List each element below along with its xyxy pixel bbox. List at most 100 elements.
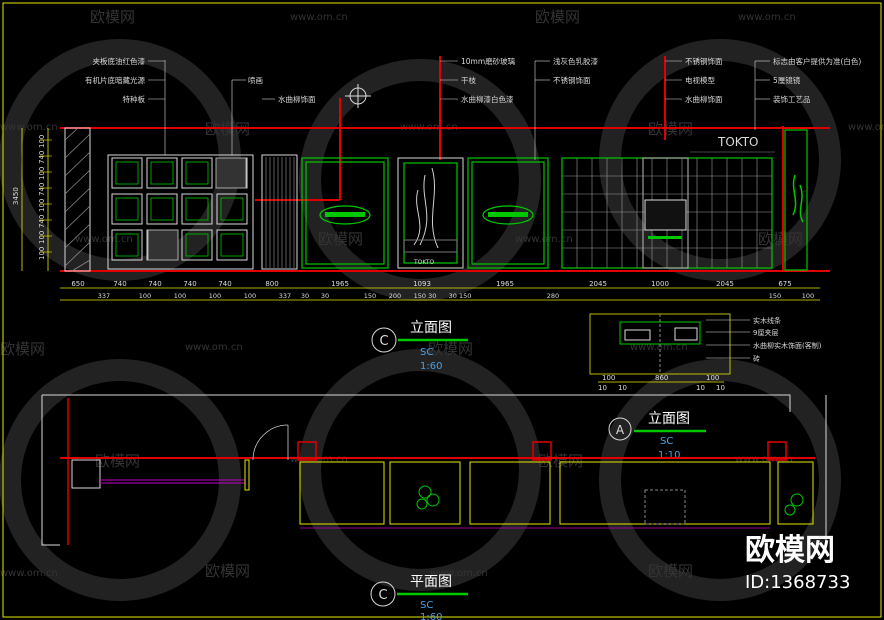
watermark-site: www.om.cn	[738, 12, 796, 23]
note-mid: 喷画	[248, 75, 263, 85]
grid-panel-inner	[185, 161, 209, 185]
plan-column	[71, 459, 101, 489]
note-right: 电视模型	[685, 75, 715, 85]
tv-column	[642, 157, 689, 269]
grid-panel	[181, 157, 213, 189]
note-far: 装饰工艺品	[773, 94, 811, 104]
plan-wall-left	[41, 395, 60, 546]
panel-grid-frame	[107, 154, 254, 270]
dried-branch-art	[413, 167, 439, 249]
hatched-door	[261, 154, 298, 270]
brand-sign: TOKTO	[717, 135, 759, 149]
plan-view: C 平面图 SC 1:60	[41, 394, 827, 620]
detail-piece	[674, 327, 698, 341]
brand-stamp: 欧模网 ID:1368733	[745, 533, 850, 593]
vertical-dim-label: 100	[38, 167, 46, 180]
bottom-dim-label: 337	[279, 292, 291, 300]
watermark-brand: 欧模网	[535, 8, 580, 26]
top-dim-label: 740	[218, 280, 231, 288]
watermark-site: www.om.cn	[290, 454, 348, 465]
detail-note: 砖	[753, 354, 760, 363]
note-center: 水曲柳漆白色漆	[461, 94, 514, 104]
plan-cabinet	[469, 461, 551, 525]
bottom-dim-label: 30	[301, 292, 309, 300]
annotation-leaders	[148, 60, 770, 160]
watermark-brand: 欧模网	[90, 8, 135, 26]
top-dim-label: 1965	[331, 280, 349, 288]
mirror-panel	[784, 129, 808, 271]
note-center2: 浅灰色乳胶漆	[553, 56, 598, 66]
detail-dim: 100	[602, 374, 615, 382]
grid-panel	[181, 193, 213, 225]
plan-corner-unit	[777, 461, 814, 525]
bottom-dim-label: 100	[174, 292, 186, 300]
plan-post	[244, 459, 250, 491]
note-far: 5厘镜镜	[773, 75, 801, 85]
bottom-dim-label: 100	[802, 292, 814, 300]
note-mid: 水曲柳饰面	[278, 94, 316, 104]
watermark-brand: 欧模网	[95, 452, 140, 470]
grid-panel-inner	[150, 197, 174, 221]
top-dim-label: 1093	[413, 280, 431, 288]
door-hatch	[265, 157, 295, 268]
watermark-site: www.om.cn	[630, 342, 688, 353]
logo-bar-left	[325, 212, 365, 217]
watermark-site: www.om.cn	[848, 122, 884, 133]
bottom-dim-label: 200	[389, 292, 401, 300]
watermark-brand: 欧模网	[758, 230, 803, 248]
grid-panel-inner	[220, 233, 244, 257]
plan-scale: 1:60	[420, 612, 442, 620]
grid-panel	[146, 193, 178, 225]
note-right: 水曲柳饰面	[685, 94, 723, 104]
elevation-marker: C	[379, 334, 388, 349]
note-left: 夹板底油红色漆	[93, 56, 146, 66]
bottom-dim-label: 280	[547, 292, 559, 300]
top-dim-label: 675	[778, 280, 791, 288]
plan-marker-circle	[370, 581, 396, 607]
detail-view: 实木线条 9厘夹层 水曲柳实木饰面(客制) 砖 100 860 100 10 1…	[589, 313, 822, 461]
wall-panel-left	[301, 157, 389, 269]
detail-title: 立面图	[648, 411, 690, 427]
niche-sign-text: TOKTO	[413, 259, 435, 266]
plan-title: 平面图	[410, 574, 452, 590]
vertical-dim-label: 740	[38, 215, 46, 228]
watermark-ring	[299, 349, 541, 591]
detail-dim: 100	[706, 374, 719, 382]
detail-dim-small: 10	[618, 384, 627, 392]
top-dim-label: 650	[71, 280, 84, 288]
bottom-dim-label: 30	[321, 292, 329, 300]
watermark-site: www.om.cn	[0, 122, 58, 133]
vertical-dim-label: 100	[38, 247, 46, 260]
plan-cabinet	[299, 461, 385, 525]
tv-shelf	[648, 236, 682, 239]
detail-title-block: A 立面图 SC 1:10	[608, 411, 706, 461]
bottom-dim-label: 150 30	[414, 292, 437, 300]
plant-symbol	[416, 485, 804, 516]
watermark-ring	[599, 359, 841, 601]
grid-panel	[111, 229, 143, 261]
watermark-brand: 欧模网	[428, 340, 473, 358]
grid-panel-inner	[220, 197, 244, 221]
grid-panel-inner	[115, 161, 139, 185]
grid-panel-inner	[115, 197, 139, 221]
detail-marker-circle	[608, 417, 632, 441]
door-swing-arc	[252, 424, 289, 461]
elevation-title: 立面图	[410, 320, 452, 336]
bottom-dim-label: 30 150	[449, 292, 472, 300]
plan-tv-zone	[644, 489, 686, 525]
detail-dim-small: 10	[696, 384, 705, 392]
plan-title-block: C 平面图 SC 1:60	[370, 574, 468, 620]
oval-logo-right	[482, 205, 534, 225]
note-center: 干枝	[461, 75, 476, 85]
note-center: 10mm磨砂玻璃	[461, 56, 516, 66]
plan-pillar	[767, 441, 787, 461]
vertical-dim-label: 740	[38, 151, 46, 164]
detail-note: 水曲柳实木饰面(客制)	[753, 341, 822, 350]
decor-art	[792, 174, 804, 223]
bottom-dim-label: 337	[98, 292, 110, 300]
